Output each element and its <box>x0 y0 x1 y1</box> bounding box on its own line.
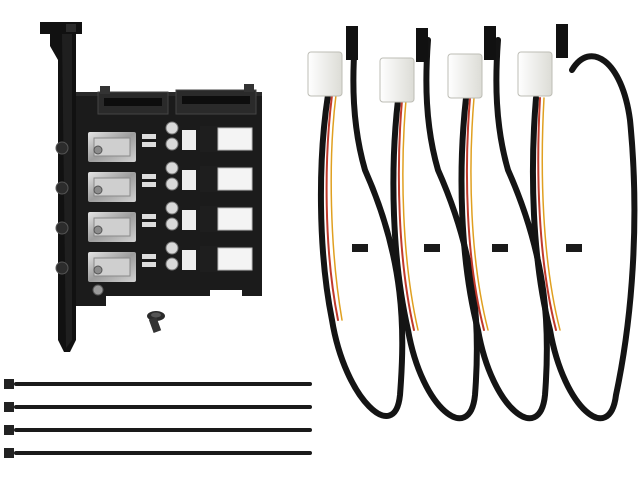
adapter-card <box>40 22 262 352</box>
power-cable <box>379 28 480 421</box>
screw-head-icon <box>93 145 103 155</box>
switch-row <box>88 121 253 162</box>
cable-tie-band <box>566 244 582 252</box>
power-cable <box>517 24 638 421</box>
capacitor <box>165 257 179 271</box>
loose-screw <box>147 311 165 333</box>
cable-tie-band <box>492 244 508 252</box>
switch-row <box>88 241 253 282</box>
molex-connector <box>517 51 553 97</box>
capacitor <box>165 137 179 151</box>
power-cable <box>447 26 550 421</box>
sata-connector <box>97 86 169 115</box>
knob <box>55 221 69 235</box>
capacitor <box>165 161 179 175</box>
molex-connector <box>447 53 483 99</box>
cable-tie <box>4 379 312 389</box>
switch-row <box>88 201 253 242</box>
screw-head-icon <box>93 185 103 195</box>
pcb-mount-screw <box>92 284 104 296</box>
cable-tie <box>4 425 312 435</box>
knob <box>55 261 69 275</box>
sata-connector <box>175 84 257 115</box>
capacitor <box>165 177 179 191</box>
capacitor <box>165 121 179 135</box>
knob <box>55 181 69 195</box>
molex-connector <box>379 57 415 103</box>
capacitor <box>165 201 179 215</box>
cable-tie <box>4 402 312 412</box>
knob <box>55 141 69 155</box>
cable-tie <box>4 448 312 458</box>
capacitor <box>165 241 179 255</box>
cable-tie-band <box>352 244 368 252</box>
screw-head-icon <box>93 265 103 275</box>
capacitor <box>165 217 179 231</box>
sata-power-inputs <box>97 84 257 115</box>
cable-tie-band <box>424 244 440 252</box>
power-cables <box>307 24 638 421</box>
power-cable <box>307 26 406 419</box>
screw-head-icon <box>93 225 103 235</box>
bracket-knobs <box>55 141 69 275</box>
cable-ties <box>4 379 312 458</box>
switch-row <box>88 161 253 202</box>
molex-connector <box>307 51 343 97</box>
